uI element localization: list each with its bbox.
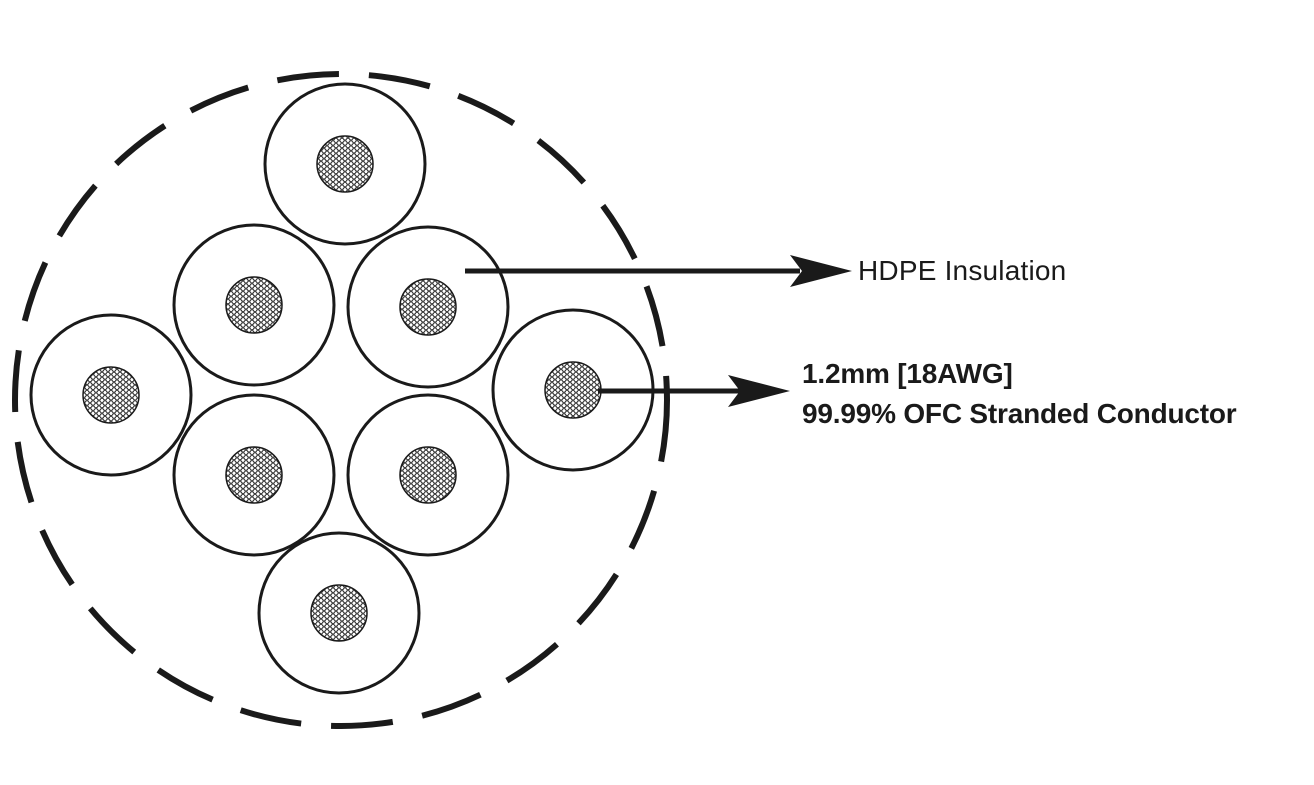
core-right-conductor: [544, 361, 602, 419]
core-right: [491, 308, 655, 472]
core-upper-right: [346, 225, 510, 389]
core-lower-right: [346, 393, 510, 557]
core-top-conductor: [316, 135, 374, 193]
core-top: [263, 82, 427, 246]
cores-group: [29, 82, 655, 695]
core-lower-left-conductor: [225, 446, 283, 504]
core-upper-right-conductor: [399, 278, 457, 336]
insulation-arrow: [465, 255, 852, 287]
core-upper-left-conductor: [225, 276, 283, 334]
outer-jacket: [12, 71, 670, 729]
core-bottom-conductor: [310, 584, 368, 642]
core-left-conductor: [82, 366, 140, 424]
core-bottom: [257, 531, 421, 695]
core-upper-left: [172, 223, 336, 387]
core-lower-left: [172, 393, 336, 557]
core-lower-right-conductor: [399, 446, 457, 504]
conductor-arrow: [598, 375, 790, 407]
insulation-label: HDPE Insulation: [858, 255, 1067, 286]
conductor-size-label: 1.2mm [18AWG]: [802, 358, 1013, 389]
core-left: [29, 313, 193, 477]
conductor-type-label: 99.99% OFC Stranded Conductor: [802, 398, 1237, 429]
